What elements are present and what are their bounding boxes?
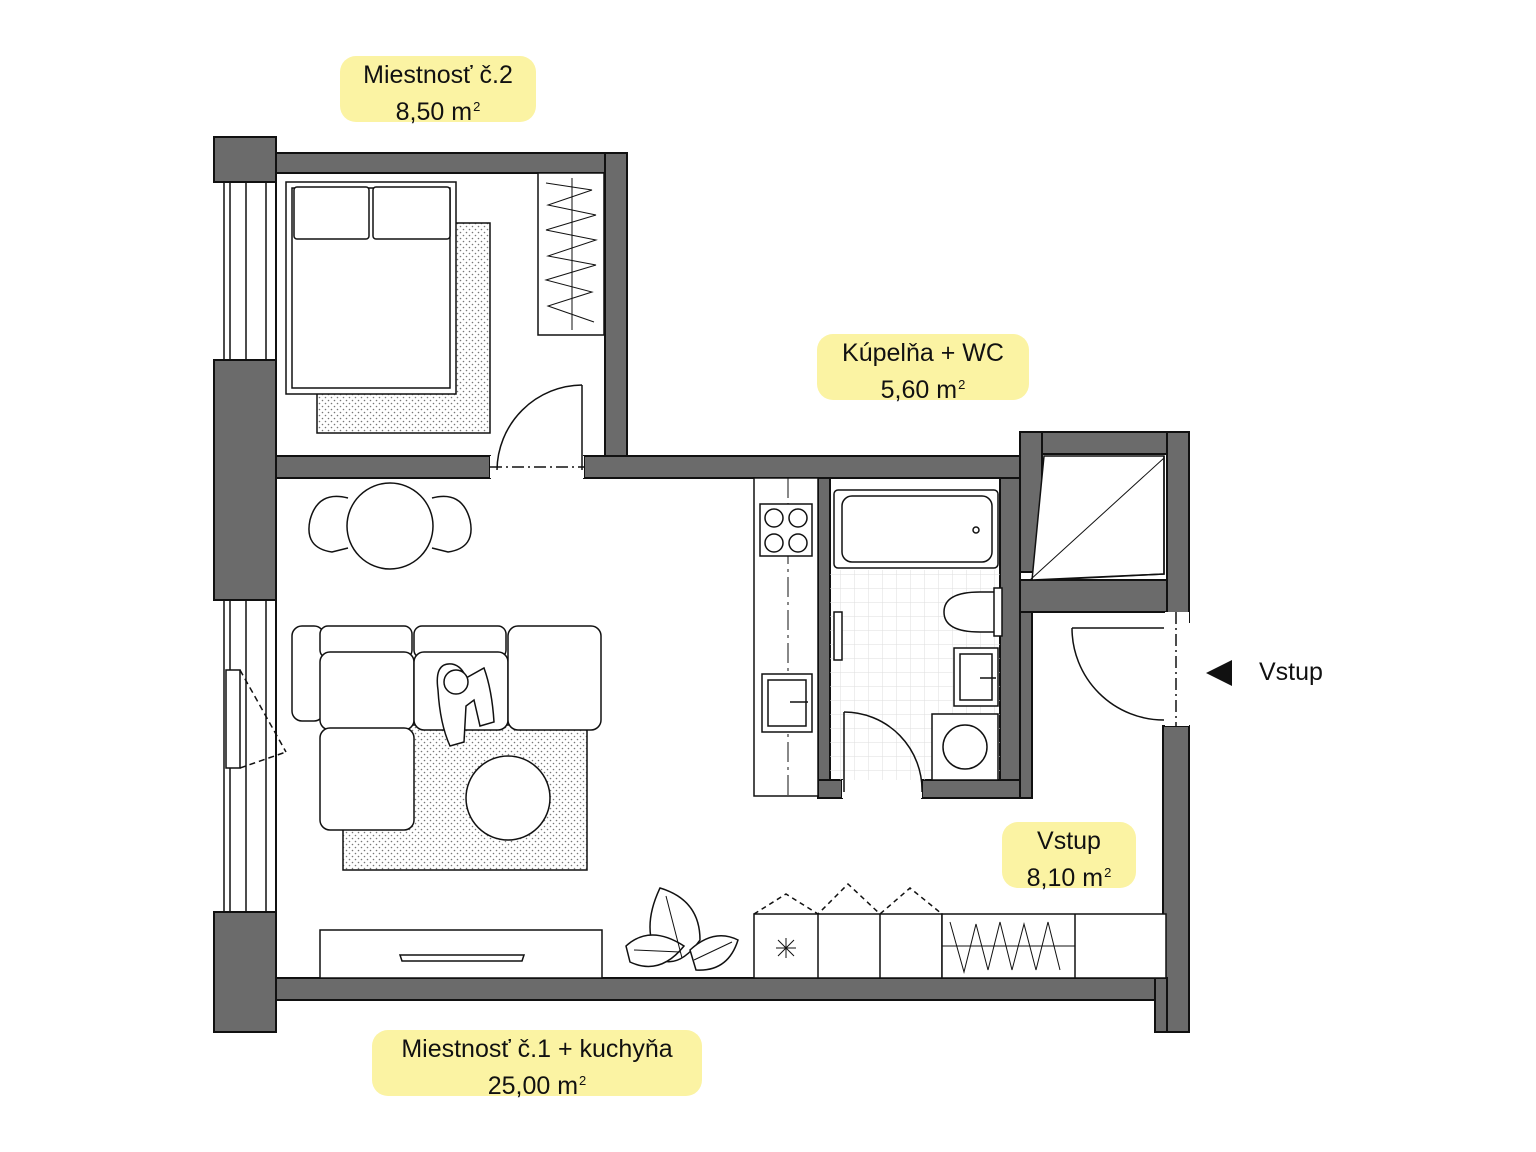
room1-area: 25,00 m	[487, 1072, 579, 1100]
wall-bath-right	[999, 477, 1021, 797]
toilet	[943, 591, 997, 633]
room2-area: 8,50 m	[395, 98, 473, 126]
room1-furniture	[291, 482, 603, 979]
sofa-chaise	[319, 727, 415, 831]
wall-partition-left	[275, 455, 491, 479]
kitchen	[753, 477, 819, 797]
door-room2[interactable]	[490, 384, 584, 478]
door-bathroom[interactable]	[842, 711, 923, 798]
sofa-seat-3	[507, 625, 602, 731]
bathroom-label: Kúpelňa + WC 5,60 m2	[817, 334, 1029, 404]
room2-name: Miestnosť č.2	[363, 61, 513, 89]
coffee-table	[465, 755, 551, 841]
triangle-left-arrow-icon	[1206, 659, 1232, 686]
chair-left	[308, 495, 349, 553]
room2-area-unit-sup: 2	[473, 99, 481, 114]
wall-room2-top	[275, 152, 628, 174]
shoe-cabinet	[753, 913, 943, 979]
entrance-label: Vstup 8,10 m2	[1002, 822, 1136, 892]
person-icon	[436, 663, 495, 747]
room1-area-unit-sup: 2	[579, 1073, 587, 1088]
entry-marker-label: Vstup	[1259, 658, 1323, 686]
tv-stand	[319, 929, 603, 979]
wall-bath-bottom-left	[817, 779, 843, 799]
entry-closet	[1029, 455, 1165, 581]
room1-label: Miestnosť č.1 + kuchyňa 25,00 m2	[372, 1030, 702, 1100]
wardrobe-room2	[537, 172, 605, 336]
wall-left-top	[213, 136, 277, 183]
entry-storage	[753, 882, 1167, 979]
window-room2	[223, 181, 267, 361]
window-room1	[223, 599, 267, 913]
room2-label: Miestnosť č.2 8,50 m2	[340, 56, 536, 126]
room2-furniture	[285, 172, 605, 434]
entrance-area-unit-sup: 2	[1104, 865, 1112, 880]
chair-right	[431, 495, 472, 553]
pillow-right	[372, 186, 451, 240]
wall-bath-bottom-right	[921, 779, 1033, 799]
wall-bottom-right	[1154, 977, 1168, 1033]
wall-left-middle	[213, 359, 277, 601]
wall-bottom	[275, 977, 1168, 1001]
wall-right-top	[1166, 431, 1190, 623]
wall-partition-right	[583, 455, 1023, 479]
wall-closet-top	[1019, 431, 1190, 455]
entry-marker: Vstup	[1206, 658, 1323, 687]
entrance-door[interactable]	[1071, 612, 1189, 726]
room1-name: Miestnosť č.1 + kuchyňa	[401, 1035, 673, 1063]
wall-bath-right-inner	[1019, 611, 1033, 799]
wall-left-bottom	[213, 911, 277, 1033]
sofa-seat-1	[319, 651, 415, 731]
pillow-left	[293, 186, 370, 240]
entrance-area: 8,10 m	[1026, 864, 1104, 892]
dining-table	[346, 482, 434, 570]
wall-closet-bottom	[1019, 579, 1168, 613]
bathroom-area: 5,60 m	[880, 376, 958, 404]
wall-room2-right	[604, 152, 628, 464]
plant-icon	[625, 887, 739, 971]
wall-bath-left	[817, 477, 831, 797]
bathroom-area-unit-sup: 2	[958, 377, 966, 392]
entrance-name: Vstup	[1037, 827, 1101, 855]
windows	[223, 181, 287, 913]
bathroom-name: Kúpelňa + WC	[842, 339, 1004, 367]
bathroom	[830, 489, 1003, 781]
